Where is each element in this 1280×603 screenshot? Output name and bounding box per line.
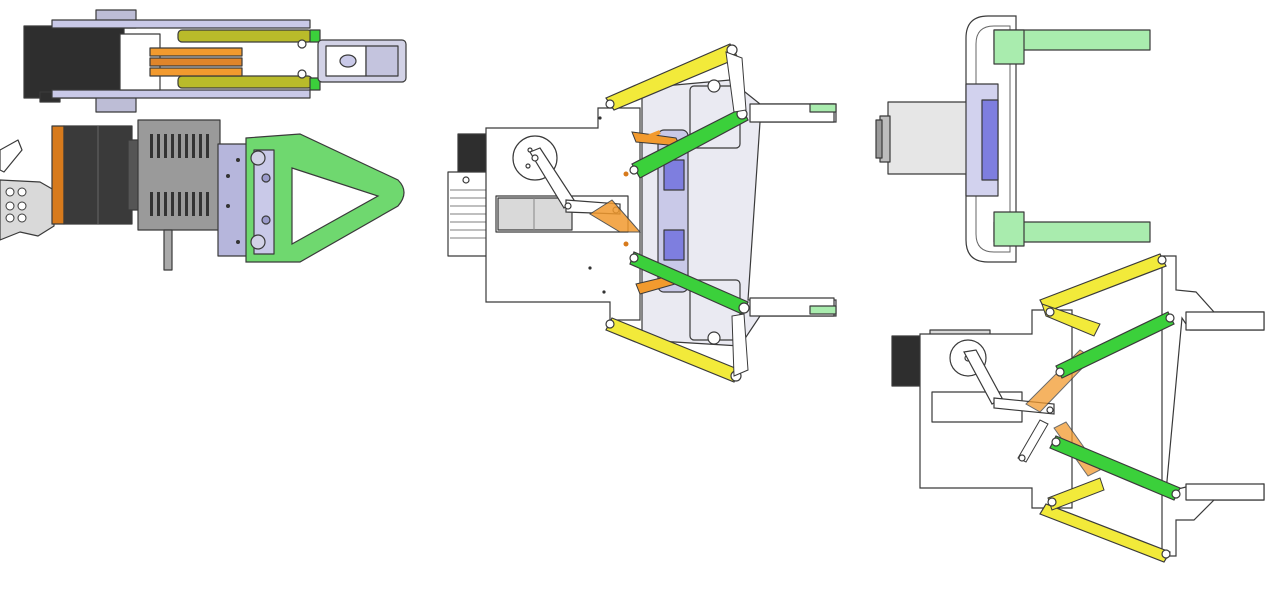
pivot-top	[250, 150, 266, 166]
orange-link-1	[149, 47, 243, 57]
frame-rail-top	[51, 19, 311, 29]
gearbox-vents	[150, 134, 209, 216]
frame-rail-bottom	[51, 89, 311, 99]
wrist-plate	[0, 179, 55, 241]
triangle-green-jaw	[245, 133, 405, 263]
yellow-arm-upper	[725, 51, 747, 113]
wrist-bolts	[5, 187, 27, 223]
yellow-arm-lower	[731, 313, 749, 377]
green-link-upper	[631, 107, 749, 179]
pivot-bottom	[250, 234, 266, 250]
view-center-linkage-gripper	[447, 43, 837, 383]
green-joint-top	[309, 29, 321, 43]
closed-yellow-link-lower	[1039, 503, 1171, 563]
view-top-right-end	[875, 15, 1151, 263]
view-bottom-right-linkage-gripper	[891, 253, 1265, 563]
green-joint-bottom	[309, 77, 321, 91]
orange-link-3	[149, 67, 243, 77]
orange-link-center	[589, 199, 642, 233]
servo-body	[23, 25, 125, 99]
closed-horn-arm	[963, 349, 1003, 405]
motor-cylinder	[887, 101, 969, 175]
view-mid-left-gripper	[0, 119, 405, 271]
orange-plate	[51, 125, 65, 225]
olive-link-top	[177, 29, 313, 43]
view-top-left-gripper	[23, 9, 407, 113]
closed-jaw-housing	[1161, 255, 1265, 557]
orange-link-2	[149, 57, 243, 67]
closed-yellow-link-upper	[1039, 253, 1167, 313]
olive-link-bottom	[177, 75, 313, 89]
